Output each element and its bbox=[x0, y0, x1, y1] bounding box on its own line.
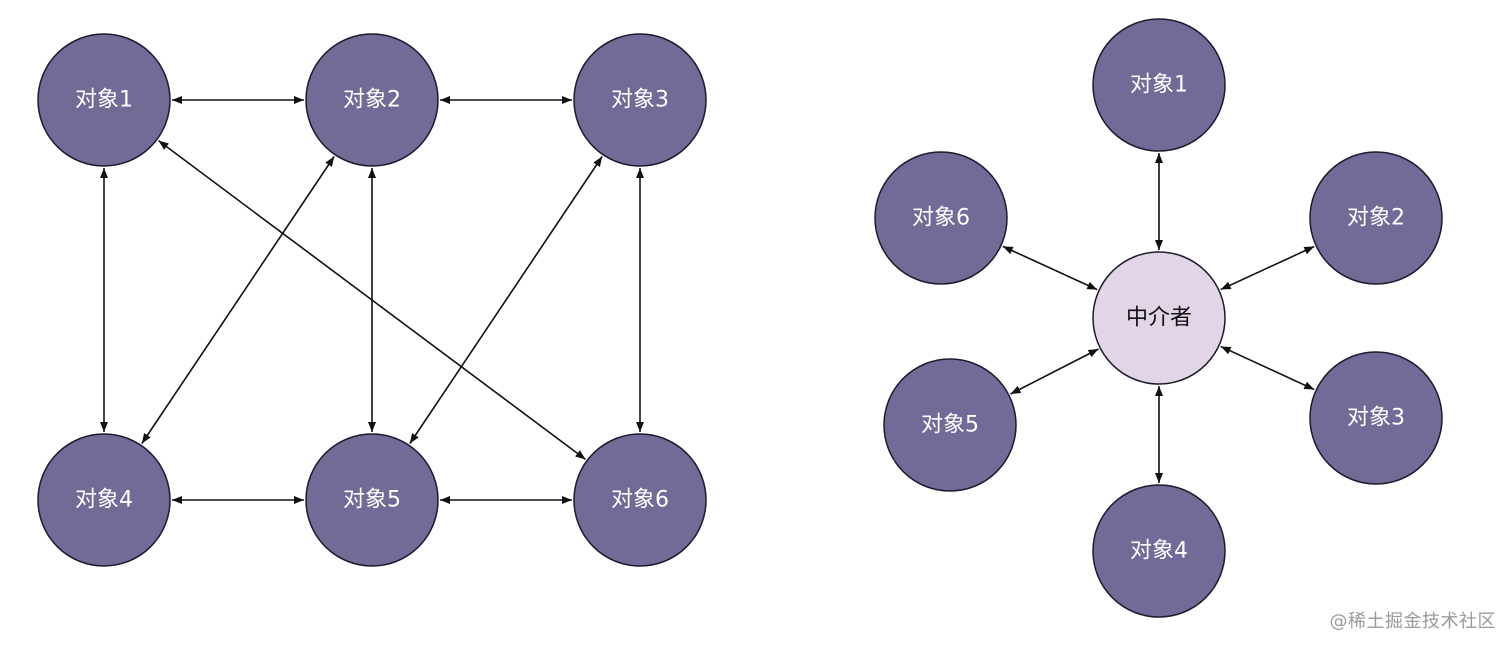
edges-layer bbox=[100, 96, 1315, 504]
mediator-circle bbox=[1092, 251, 1226, 385]
object-node-l2: 对象2 bbox=[305, 33, 439, 167]
object-circle bbox=[1092, 484, 1226, 618]
object-label: 对象6 bbox=[912, 206, 970, 231]
object-node-r2: 对象2 bbox=[1309, 151, 1443, 285]
object-circle bbox=[573, 33, 707, 167]
object-node-l5: 对象5 bbox=[305, 433, 439, 567]
object-node-r1: 对象1 bbox=[1092, 18, 1226, 152]
object-label: 对象4 bbox=[75, 488, 133, 513]
object-node-r6: 对象6 bbox=[874, 151, 1008, 285]
object-label: 对象4 bbox=[1130, 539, 1188, 564]
object-node-r4: 对象4 bbox=[1092, 484, 1226, 618]
object-label: 对象1 bbox=[75, 88, 133, 113]
mediator-label: 中介者 bbox=[1126, 306, 1192, 331]
object-label: 对象3 bbox=[1347, 406, 1405, 431]
object-label: 对象6 bbox=[611, 488, 669, 513]
edge-m-r6 bbox=[1002, 245, 1098, 291]
object-circle bbox=[37, 433, 171, 567]
watermark: @稀土掘金技术社区 bbox=[1329, 611, 1496, 632]
object-label: 对象1 bbox=[1130, 73, 1188, 98]
object-label: 对象5 bbox=[343, 488, 401, 513]
object-label: 对象3 bbox=[611, 88, 669, 113]
object-node-r3: 对象3 bbox=[1309, 351, 1443, 485]
object-label: 对象5 bbox=[921, 413, 979, 438]
object-circle bbox=[573, 433, 707, 567]
object-node-r5: 对象5 bbox=[883, 358, 1017, 492]
object-circle bbox=[874, 151, 1008, 285]
mediator-node: 中介者 bbox=[1092, 251, 1226, 385]
object-circle bbox=[305, 433, 439, 567]
object-circle bbox=[1309, 351, 1443, 485]
object-node-l6: 对象6 bbox=[573, 433, 707, 567]
object-node-l1: 对象1 bbox=[37, 33, 171, 167]
edge-m-r5 bbox=[1010, 348, 1099, 395]
object-label: 对象2 bbox=[343, 88, 401, 113]
edge-m-r3 bbox=[1220, 345, 1315, 391]
object-circle bbox=[37, 33, 171, 167]
object-label: 对象2 bbox=[1347, 206, 1405, 231]
object-circle bbox=[1092, 18, 1226, 152]
object-circle bbox=[305, 33, 439, 167]
object-circle bbox=[883, 358, 1017, 492]
nodes-layer: 对象1 对象2 对象3 对象4 对象5 对象6 对象1 对象2 对象3 对象4 对象5 对象6 中介者 bbox=[37, 18, 1443, 618]
object-circle bbox=[1309, 151, 1443, 285]
object-node-l4: 对象4 bbox=[37, 433, 171, 567]
edge-l1-l6 bbox=[158, 140, 586, 460]
edge-m-r2 bbox=[1220, 245, 1315, 291]
object-node-l3: 对象3 bbox=[573, 33, 707, 167]
